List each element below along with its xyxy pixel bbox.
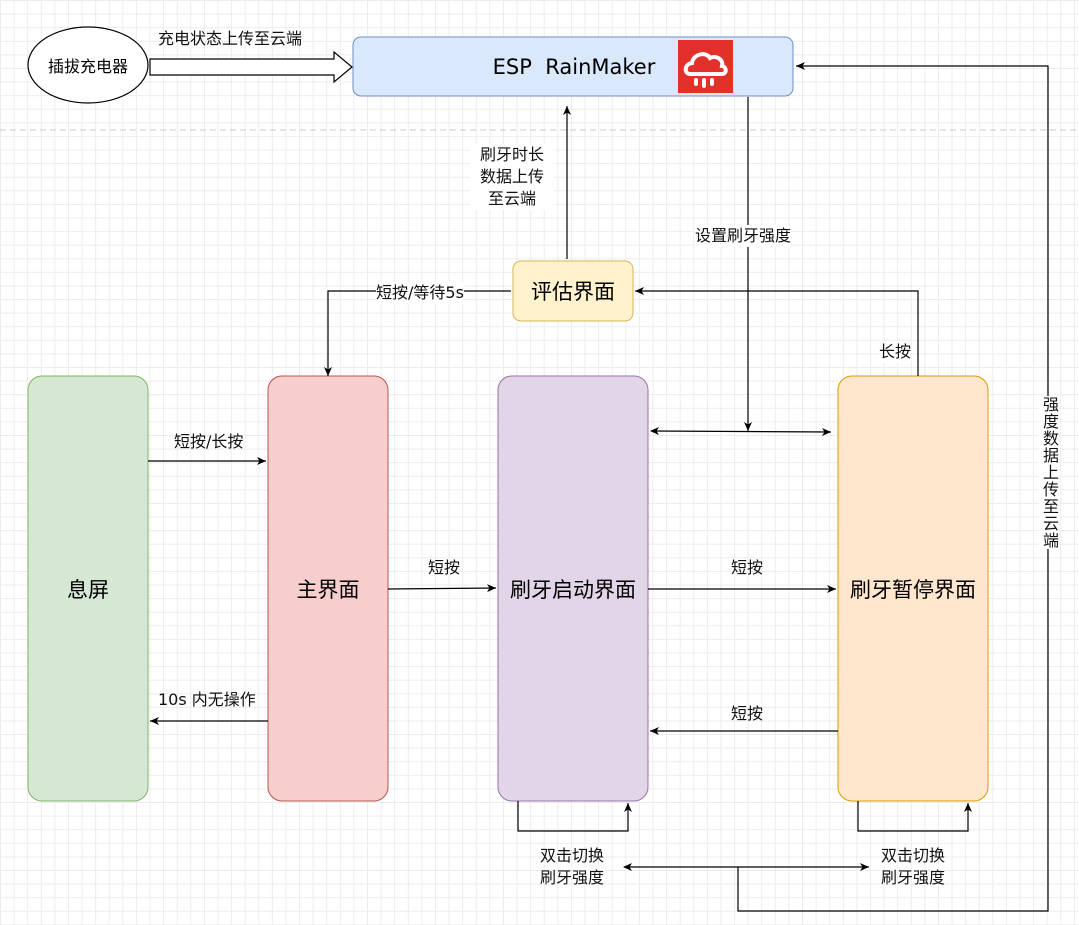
rainmaker-cloud-icon xyxy=(683,52,728,88)
charge-upload-arrow xyxy=(149,50,353,84)
short-long-press-label: 短按/长按 xyxy=(174,432,244,451)
edge-main-start xyxy=(387,584,497,593)
main-label: 主界面 xyxy=(296,577,360,602)
short-press-main-label: 短按 xyxy=(428,558,461,577)
long-press-label: 长按 xyxy=(879,341,912,363)
intensity-upload-label: 强度数据上传至云端 xyxy=(1039,396,1059,549)
charger-label: 插拔充电器 xyxy=(47,57,128,76)
charger-ellipse[interactable] xyxy=(27,26,149,104)
cloud-label: ESP RainMaker xyxy=(492,54,656,79)
short-or-wait-label: 短按/等待5s xyxy=(376,282,464,304)
edge-start-selfloop xyxy=(517,801,632,832)
set-intensity-label: 设置刷牙强度 xyxy=(695,225,792,247)
charge-upload-label: 充电状态上传至云端 xyxy=(158,29,303,48)
edge-intensity-upload xyxy=(737,62,1049,912)
edge-pause-selfloop xyxy=(857,801,972,832)
edge-pause-evaluate xyxy=(635,287,919,376)
brush-time-upload-label: 刷牙时长 数据上传 至云端 xyxy=(470,144,554,210)
edge-start-pause-bidir xyxy=(650,427,832,436)
idle-10s-label: 10s 内无操作 xyxy=(158,690,256,709)
brush-pause-box[interactable] xyxy=(837,375,989,802)
brush-start-label: 刷牙启动界面 xyxy=(510,577,636,602)
screen-off-label: 息屏 xyxy=(67,577,109,602)
evaluate-label: 评估界面 xyxy=(531,280,615,304)
dblclick-start-label: 双击切换 刷牙强度 xyxy=(539,846,604,887)
short-press-pause-label: 短按 xyxy=(731,704,764,723)
evaluate-box[interactable] xyxy=(512,260,634,322)
screen-off-box[interactable] xyxy=(27,375,149,802)
dblclick-pause-label: 双击切换 刷牙强度 xyxy=(880,846,945,887)
brush-pause-label: 刷牙暂停界面 xyxy=(850,577,976,602)
short-press-start-label: 短按 xyxy=(731,558,764,577)
